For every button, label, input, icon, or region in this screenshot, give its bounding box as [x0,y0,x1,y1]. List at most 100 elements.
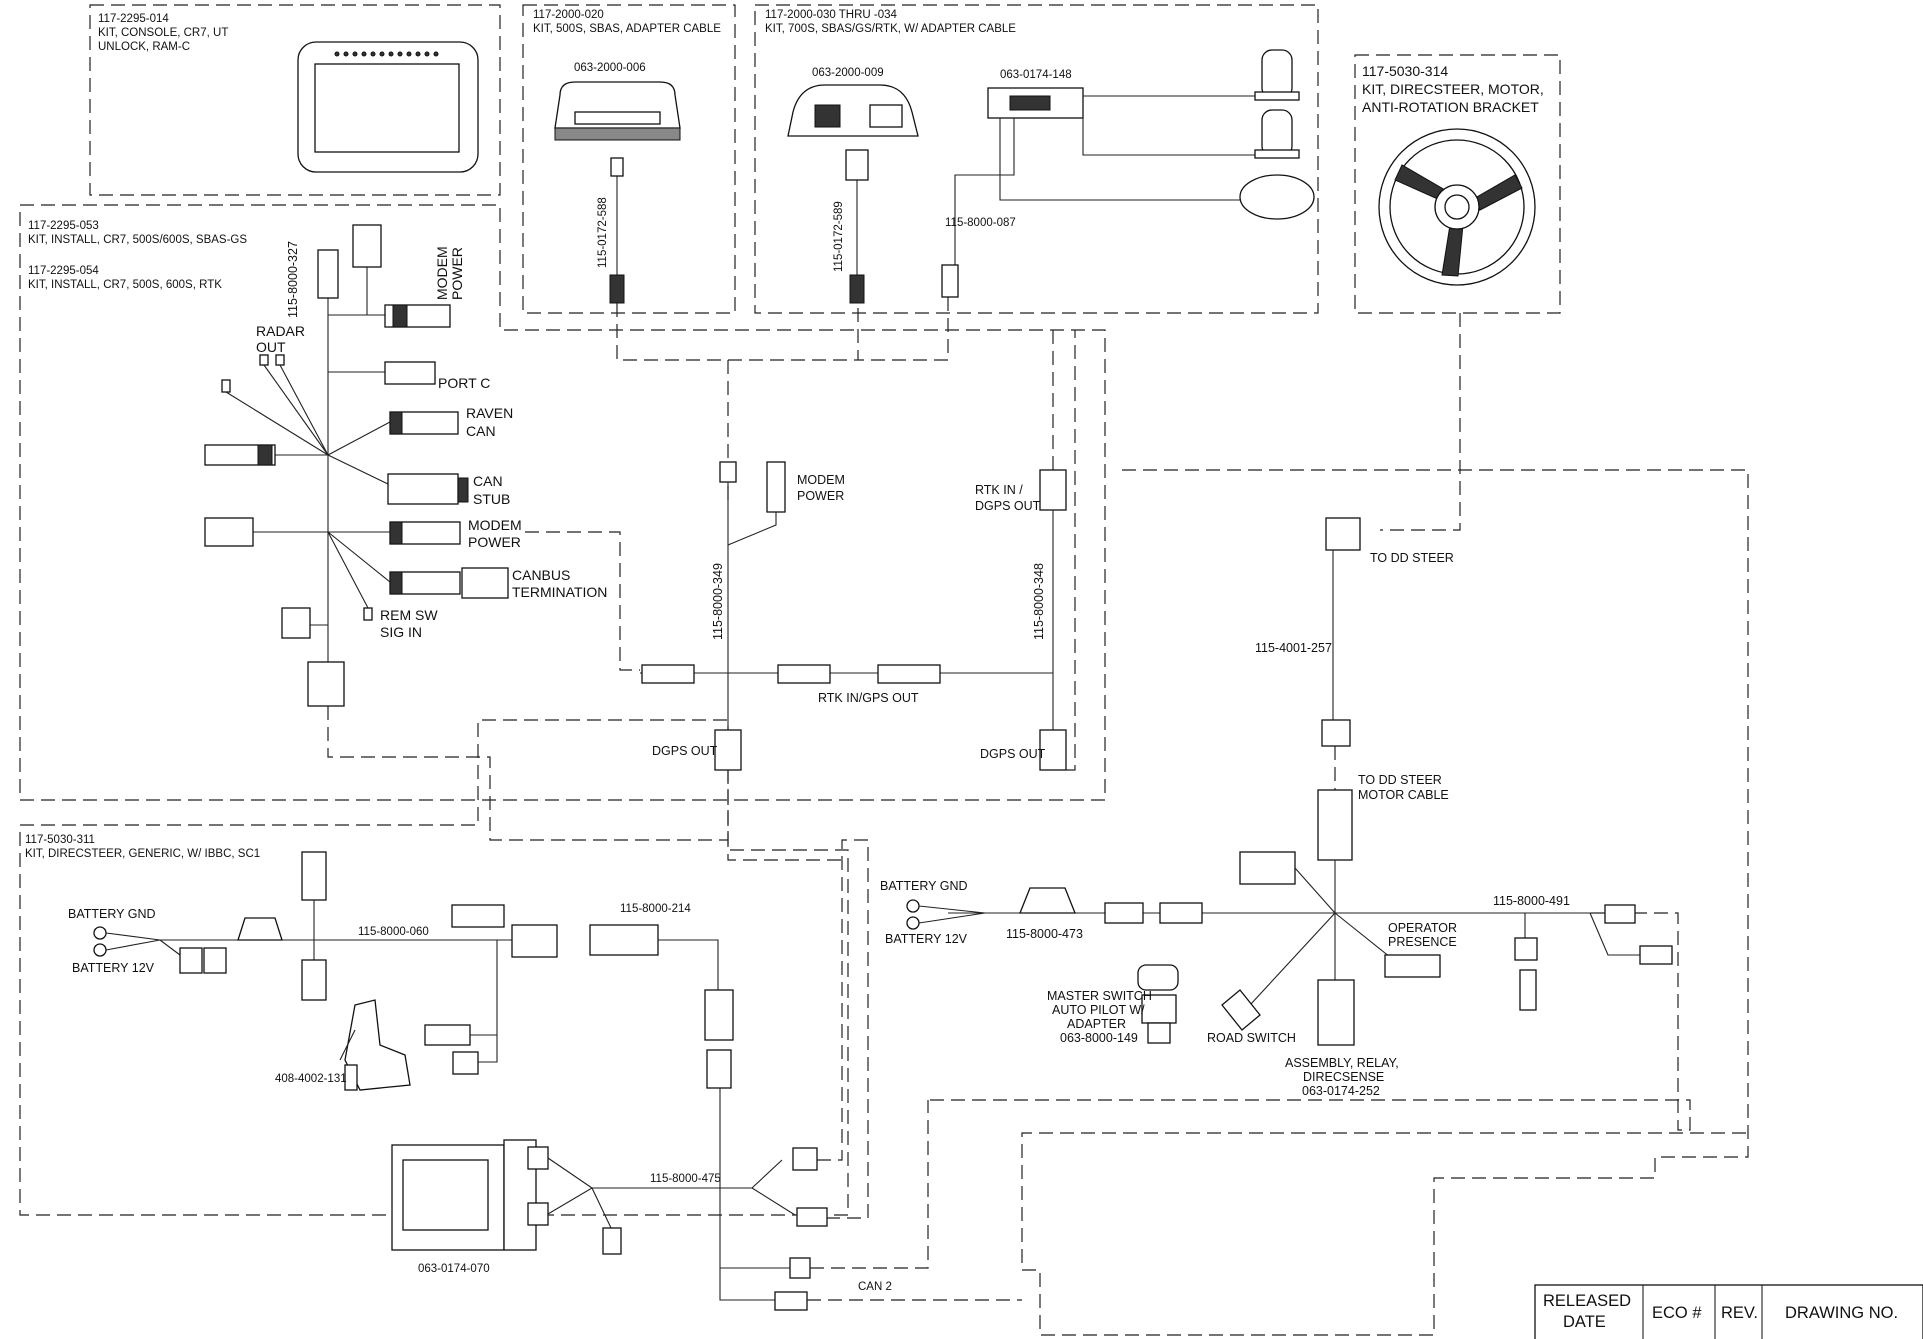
rtk-in-label-b: DGPS OUT [975,499,1041,513]
dgps-out-1-label: DGPS OUT [652,744,718,758]
cable-589-label: 115-0172-589 [833,201,845,272]
gps-antenna-2 [1254,109,1300,159]
steering-wheel [1378,128,1536,286]
relay-l-top [301,851,327,901]
main-harness-label: 115-8000-327 [286,241,300,318]
dgps-out-2-connector [1039,729,1067,771]
cable-060-label: 115-8000-060 [358,926,429,938]
cable-349-label: 115-8000-349 [711,563,725,640]
dd-steer-elbow-connector [1325,517,1361,551]
fuse-holder-r [1019,887,1076,914]
rtk-inline-connector-3 [877,664,941,684]
radar-pin-2 [275,354,285,366]
raven-can-label-a: RAVEN [466,405,513,421]
rtk700-kit: 117-2000-030 THRU -034 KIT, 700S, SBAS/G… [765,9,1315,304]
rtk700-kit-part-no: 117-2000-030 THRU -034 [765,9,898,21]
sbas500-kit-box [522,4,736,314]
ecu-plug-2 [527,1202,549,1226]
steer-motor-kit-part-no: 117-5030-314 [1362,63,1448,79]
title-block: RELEASED DATE ECO # REV. DRAWING NO. [1534,1284,1923,1339]
cable-348-label: 115-8000-348 [1032,563,1046,640]
title-released-a: RELEASED [1543,1292,1631,1310]
port-c-label: PORT C [438,375,490,391]
dd-motor-label-a: TO DD STEER [1358,773,1442,787]
receiver-700s-part-no: 063-2000-009 [812,67,884,79]
relay-l-bottom [301,959,327,1001]
steering-valve-408 [339,999,411,1091]
rem-sw-label-a: REM SW [380,607,438,623]
battery-gnd-r-label: BATTERY GND [880,879,968,893]
port-c-connector [384,361,436,385]
radar-out-label-a: RADAR [256,323,305,339]
steer-motor-kit: 117-5030-314 KIT, DIRECSTEER, MOTOR, ANT… [1362,63,1544,531]
generic-kit-desc: KIT, DIRECSTEER, GENERIC, W/ IBBC, SC1 [25,848,260,860]
can2-label: CAN 2 [858,1281,892,1293]
cable-475-label: 115-8000-475 [650,1173,721,1185]
cr7-console-display [297,41,479,173]
ecu-label: 063-0174-070 [418,1263,490,1275]
relay-bank [451,904,505,928]
operator-presence-connector [1384,954,1441,978]
console-kit-box [89,4,501,196]
modem-port-connector [352,224,382,268]
generic-kit: 117-5030-311 KIT, DIRECSTEER, GENERIC, W… [25,834,1022,1311]
ecu-module [391,1139,537,1251]
harness-214-connector [589,924,659,956]
install-kit-box [19,204,1106,801]
modem-power-label-a: MODEM [434,246,450,300]
modem-power-label-b: POWER [449,247,465,300]
fuse-block-1 [179,947,203,974]
battery-l-terminals [93,926,161,957]
sbas500-kit-desc: KIT, 500S, SBAS, ADAPTER CABLE [533,23,721,35]
sensor-connector-1 [424,1024,471,1046]
receiver-700s [787,84,919,137]
install-kit: 117-2295-053 KIT, INSTALL, CR7, 500S/600… [28,220,1076,861]
steer-motor-kit-desc2: ANTI-ROTATION BRACKET [1362,99,1539,115]
left-db-connector [204,517,254,547]
steer-motor-kit-desc: KIT, DIRECSTEER, MOTOR, [1362,81,1544,97]
cable-491-end-2 [1639,945,1673,965]
install-kit-part-no-1: 117-2295-053 [28,220,99,232]
receiver-500s-cable-end [610,157,624,177]
cable-491-drop-2 [1519,969,1537,1011]
console-kit-desc: KIT, CONSOLE, CR7, UT [98,27,228,39]
can2-connector [774,1291,808,1311]
modem-power-2-label-b: POWER [468,534,521,550]
ecu-plug-1 [527,1146,549,1170]
install-kit-part-no-2: 117-2295-054 [28,265,99,277]
modem-power-3-connector [766,461,786,513]
can-stub-connector [387,473,459,505]
cable-589-connector [849,274,865,304]
master-switch [1141,994,1177,1024]
relay-label-a: ASSEMBLY, RELAY, [1285,1056,1399,1070]
harness-214-plug [511,924,558,958]
side-relay-connector [1239,851,1296,885]
battery-12v-l-label: BATTERY 12V [72,961,155,975]
dgps-out-2-label: DGPS OUT [980,747,1046,761]
part-131-label: 408-4002-131 [275,1073,347,1085]
cable-473-label: 115-8000-473 [1006,927,1083,941]
can-stub-label-a: CAN [473,473,503,489]
master-switch-label-d: 063-8000-149 [1060,1031,1138,1045]
install-kit-desc-2: KIT, INSTALL, CR7, 500S, 600S, RTK [28,279,222,291]
gps-antenna-1 [1254,49,1300,101]
generic-kit-box [19,719,849,1216]
rtk700-kit-box [754,4,1319,314]
steer-harness-box [1021,469,1749,1336]
cable-214-label: 115-8000-214 [620,903,691,915]
raven-can-label-b: CAN [466,423,496,439]
radar-pin-3 [221,379,231,393]
battery-r-terminals [906,899,986,930]
rem-sw-label-b: SIG IN [380,624,422,640]
rtk700-kit-desc: KIT, 700S, SBAS/GS/RTK, W/ ADAPTER CABLE [765,23,1016,35]
to-dd-steer-label: TO DD STEER [1370,551,1454,565]
rtk-gps-out-label: RTK IN/GPS OUT [818,691,919,705]
radio-antenna [1239,174,1315,220]
fuse-block-2 [203,947,227,974]
operator-presence-label-b: PRESENCE [1388,935,1457,949]
title-drawing-no: DRAWING NO. [1785,1304,1898,1322]
relay-label-c: 063-0174-252 [1302,1084,1380,1098]
console-kit-desc2: UNLOCK, RAM-C [98,41,190,53]
radar-out-label-b: OUT [256,339,286,355]
